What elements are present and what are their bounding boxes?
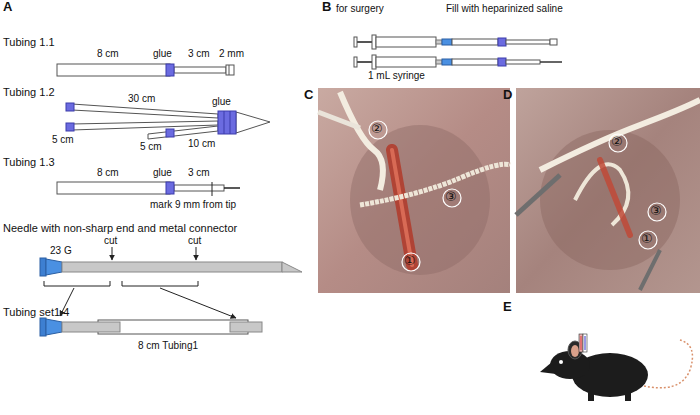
callout-number: ② bbox=[371, 122, 383, 137]
panel-letter: C bbox=[304, 88, 313, 103]
mark-note: mark 9 mm from tip bbox=[150, 199, 236, 211]
dimension-label: 5 cm bbox=[52, 134, 74, 146]
panel-letter: D bbox=[503, 88, 512, 103]
cut-label: cut bbox=[188, 235, 201, 247]
needle bbox=[40, 247, 302, 318]
dimension-label: 2 mm bbox=[219, 48, 244, 60]
tubing-set-1-4 bbox=[40, 318, 262, 336]
callout-number: ① bbox=[404, 254, 416, 269]
panel-letter: B bbox=[322, 0, 331, 15]
tubing-label: 8 cm Tubing1 bbox=[138, 340, 198, 352]
tubing-1-1 bbox=[57, 64, 234, 76]
dimension-label: 10 cm bbox=[188, 138, 215, 150]
dimension-label: 5 cm bbox=[140, 141, 162, 153]
dimension-label: 8 cm bbox=[97, 167, 119, 179]
tubing-name: Tubing 1.2 bbox=[3, 86, 55, 99]
callout-number: ① bbox=[641, 232, 653, 247]
glue-label: glue bbox=[153, 48, 172, 60]
needle-title: Needle with non-sharp end and metal conn… bbox=[3, 222, 237, 235]
note-label: Fill with heparinized saline bbox=[446, 3, 563, 15]
glue-label: glue bbox=[153, 167, 172, 179]
tubing-1-2 bbox=[66, 103, 270, 139]
dimension-label: 30 cm bbox=[128, 93, 155, 105]
syringe-label: 1 mL syringe bbox=[368, 70, 425, 82]
callout-number: ② bbox=[611, 135, 623, 150]
tubing-name: Tubing 1.3 bbox=[3, 156, 55, 169]
tubing-1-3 bbox=[57, 182, 240, 196]
surgery-photo bbox=[516, 88, 700, 293]
syringe bbox=[354, 35, 557, 49]
callout-number: ③ bbox=[445, 190, 457, 205]
mouse-illustration bbox=[540, 334, 692, 401]
cut-label: cut bbox=[104, 235, 117, 247]
gauge-label: 23 G bbox=[50, 245, 72, 257]
dimension-label: 8 cm bbox=[97, 48, 119, 60]
panel-letter: E bbox=[503, 300, 512, 315]
callout-number: ③ bbox=[650, 204, 662, 219]
syringe bbox=[354, 55, 562, 69]
dimension-label: 3 cm bbox=[188, 167, 210, 179]
note-label: for surgery bbox=[336, 3, 384, 15]
tubing-name: Tubing set1.4 bbox=[3, 306, 69, 319]
panel-letter: A bbox=[3, 0, 12, 15]
dimension-label: 3 cm bbox=[188, 48, 210, 60]
tubing-name: Tubing 1.1 bbox=[3, 36, 55, 49]
surgery-photo bbox=[318, 88, 510, 293]
glue-label: glue bbox=[212, 96, 231, 108]
